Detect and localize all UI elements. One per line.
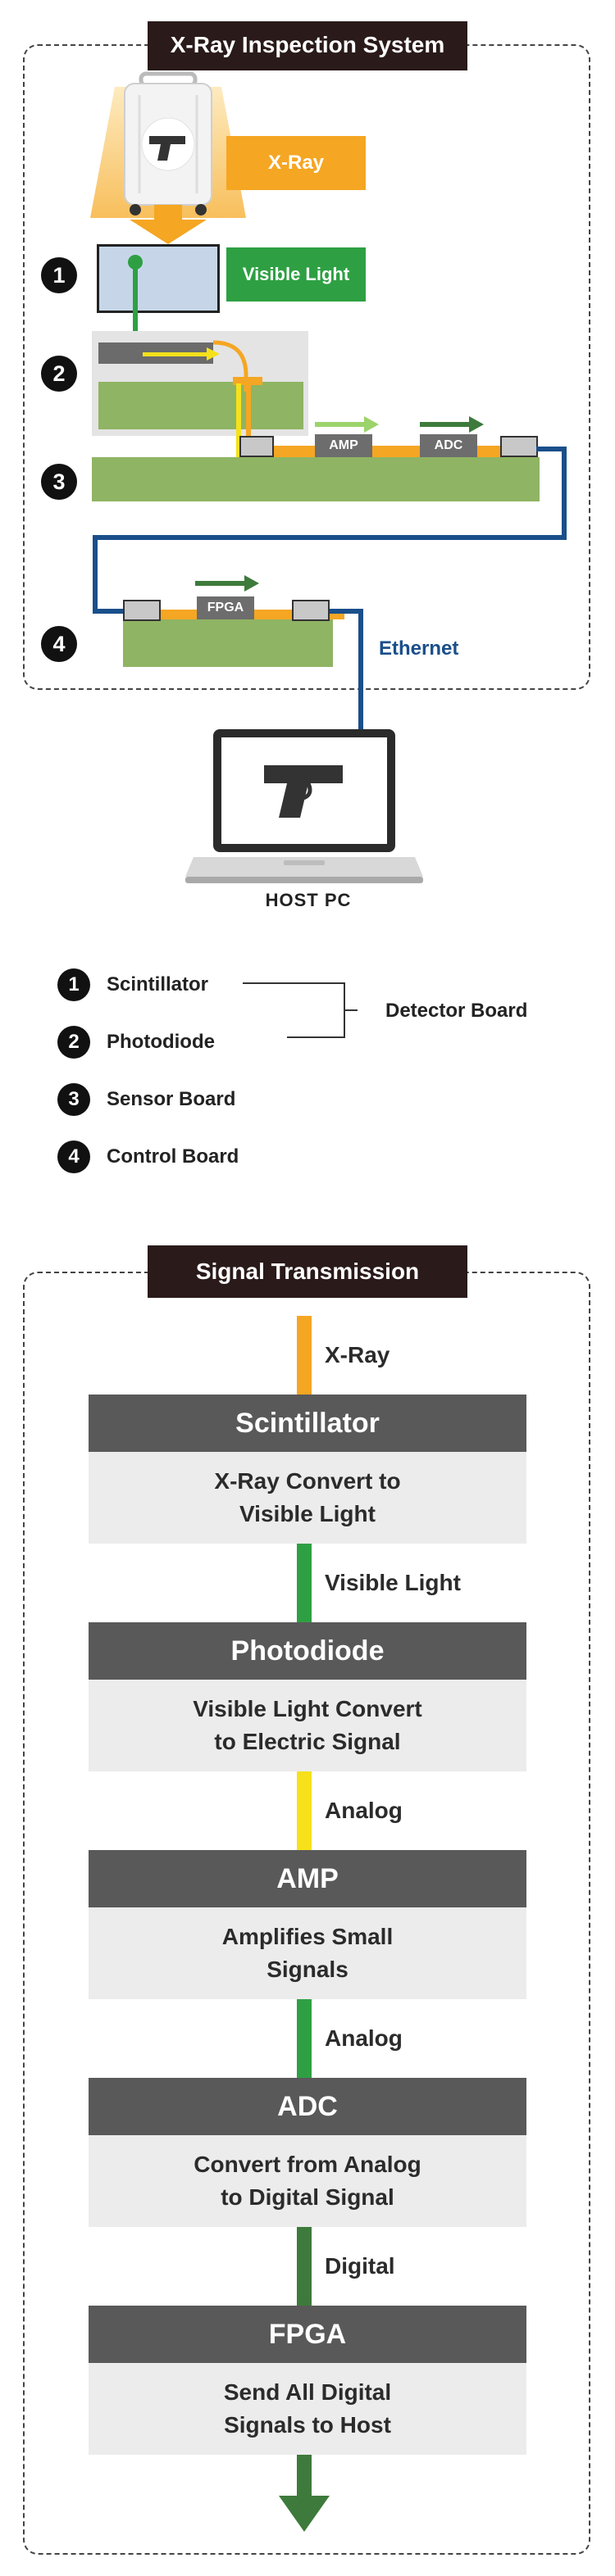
- amp-stage-header: AMP: [89, 1850, 526, 1907]
- fpga-arrow: [195, 575, 259, 592]
- host-pc-label: HOST PC: [265, 890, 352, 910]
- detector-board-bracket: [243, 982, 358, 1038]
- xray-signal-bar: [297, 1316, 312, 1395]
- amp-chip: AMP: [315, 434, 372, 457]
- xray-down-arrow: [130, 205, 207, 244]
- adc-stage-header: ADC: [89, 2078, 526, 2135]
- legend-number-1: 1: [57, 968, 90, 1001]
- control-board-right-pad: [292, 600, 330, 621]
- legend-number-3: 3: [57, 1083, 90, 1116]
- output-down-arrow-icon: [279, 2455, 330, 2532]
- control-board: [123, 619, 333, 667]
- legend-label-scintillator: Scintillator: [107, 973, 209, 995]
- xray-label-box: X-Ray: [226, 136, 366, 190]
- adc-arrow: [420, 416, 484, 433]
- scintillator-block: [97, 244, 220, 313]
- sensor-board-left-pad: [239, 436, 274, 457]
- sensor-board: [92, 457, 540, 501]
- fpga-stage-description: Send All Digital Signals to Host: [89, 2363, 526, 2455]
- analog-signal-bar-1: [297, 1771, 312, 1850]
- suitcase-illustration: [90, 71, 246, 218]
- legend-number-2: 2: [57, 1026, 90, 1059]
- detector-board-label: Detector Board: [385, 1000, 528, 1022]
- signal-transmission-title: Signal Transmission: [148, 1245, 467, 1298]
- step-number-2: 2: [41, 356, 77, 392]
- visible-light-signal-label: Visible Light: [325, 1570, 461, 1595]
- laptop-icon: [185, 729, 423, 883]
- step-number-3: 3: [41, 464, 77, 500]
- analog-signal-bar-2: [297, 1999, 312, 2078]
- adc-chip: ADC: [420, 434, 477, 457]
- scintillator-stage-description: X-Ray Convert to Visible Light: [89, 1452, 526, 1544]
- fpga-chip: FPGA: [197, 596, 254, 619]
- legend-label-photodiode: Photodiode: [107, 1031, 215, 1053]
- adc-stage-description: Convert from Analog to Digital Signal: [89, 2135, 526, 2227]
- ethernet-label: Ethernet: [379, 637, 459, 660]
- digital-signal-bar: [297, 2227, 312, 2306]
- photodiode-board: [98, 382, 303, 429]
- digital-signal-label: Digital: [325, 2253, 395, 2279]
- xray-signal-label: X-Ray: [325, 1342, 390, 1367]
- legend-label-control-board: Control Board: [107, 1145, 239, 1168]
- scintillator-stage-header: Scintillator: [89, 1395, 526, 1452]
- amp-arrow: [315, 416, 379, 433]
- visible-light-label-box: Visible Light: [226, 247, 366, 302]
- amp-stage-description: Amplifies Small Signals: [89, 1907, 526, 1999]
- visible-light-signal-bar: [297, 1544, 312, 1622]
- control-board-left-pad: [123, 600, 161, 621]
- photodiode-stage-description: Visible Light Convert to Electric Signal: [89, 1680, 526, 1771]
- ethernet-cable: [93, 447, 567, 729]
- photodiode-stage-header: Photodiode: [89, 1622, 526, 1680]
- step-number-4: 4: [41, 626, 77, 662]
- fpga-stage-header: FPGA: [89, 2306, 526, 2363]
- legend-label-sensor-board: Sensor Board: [107, 1088, 236, 1110]
- photodiode-signal-wires: [143, 340, 262, 457]
- analog-signal-label-2: Analog: [325, 2025, 403, 2051]
- analog-signal-label-1: Analog: [325, 1798, 403, 1823]
- inspection-system-title: X-Ray Inspection System: [148, 21, 467, 70]
- step-number-1: 1: [41, 257, 77, 293]
- legend-number-4: 4: [57, 1141, 90, 1173]
